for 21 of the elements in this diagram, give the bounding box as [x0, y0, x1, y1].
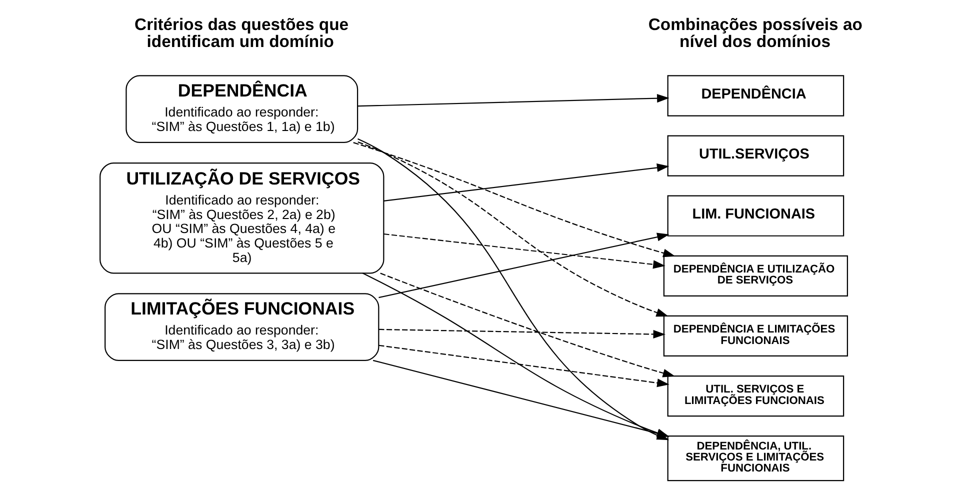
arrow	[357, 94, 669, 106]
arrow	[380, 272, 675, 377]
node-box: UTIL. SERVIÇOS E LIMITAÇÕES FUNCIONAIS	[666, 374, 844, 416]
node-box: LIM. FUNCIONAIS	[666, 194, 844, 236]
arrow	[357, 140, 668, 316]
arrow	[378, 232, 669, 298]
arrow	[383, 232, 665, 268]
node-box: DEPENDÊNCIA E LIMITAÇÕES FUNCIONAIS	[662, 314, 848, 356]
label: Combinações possíveis ao nível dos domínios	[648, 14, 862, 50]
node-box: DEPENDÊNCIA E UTILIZAÇÃO DE SERVIÇOS	[662, 254, 848, 296]
node-box: DEPENDÊNCIA Identificado ao responder: “SIM” às Questões 1, 1a) e 1b)	[125, 74, 358, 143]
arrow	[352, 142, 675, 257]
node-box: LIMITAÇÕES FUNCIONAIS Identificado ao responder: “SIM” às Questões 3, 3a) e 3b)	[104, 292, 379, 360]
node-box: DEPENDÊNCIA	[666, 74, 844, 116]
arrow	[383, 162, 669, 201]
label: Critérios das questões que identificam um domínio	[134, 14, 348, 50]
arrow	[378, 344, 669, 387]
node-box: UTIL.SERVIÇOS	[666, 134, 844, 176]
node-box: DEPENDÊNCIA, UTIL. SERVIÇOS E LIMITAÇÕES FUNCIONAIS	[666, 435, 844, 481]
node-box: UTILIZAÇÃO DE SERVIÇOS Identificado ao responder: “SIM” às Questões 2, 2a) e 2b) OU “SIM” às Questões 4, 4a) e 4b) OU “SIM” às Questões 5 e 5a)	[99, 162, 384, 274]
arrow	[378, 328, 666, 338]
